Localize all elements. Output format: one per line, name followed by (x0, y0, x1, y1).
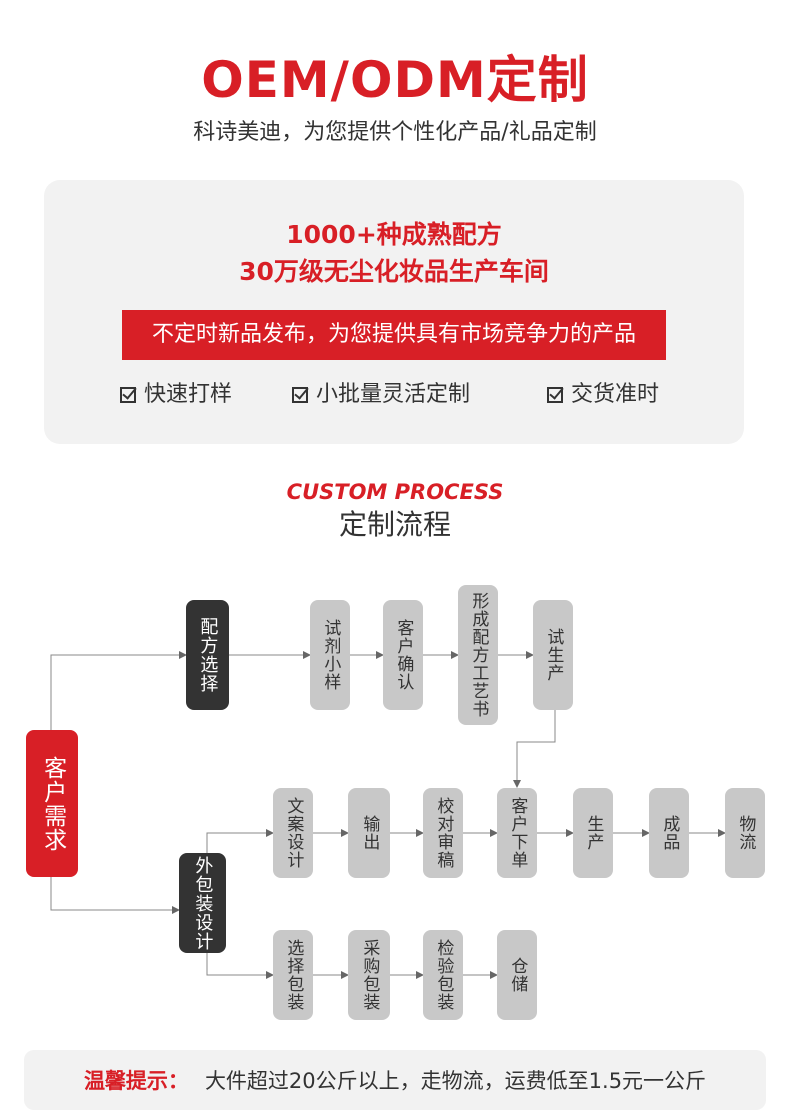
flow-step-customer-demand: 客户需求 (26, 730, 78, 877)
flow-step-copy-design: 文案设计 (273, 788, 313, 878)
flow-step-customer-confirm: 客户确认 (383, 600, 423, 710)
flow-step-logistics: 物流 (725, 788, 765, 878)
flow-step-label: 试生产 (543, 628, 564, 682)
tip-label: 温馨提示： (83, 1069, 189, 1093)
flow-step-proofread: 校对审稿 (423, 788, 463, 878)
check-item-fast-sampling: 快速打样 (120, 380, 232, 410)
page-subtitle: 科诗美迪，为您提供个性化产品/礼品定制 (193, 120, 597, 145)
flow-step-label: 客户需求 (39, 755, 66, 852)
flow-step-label: 物流 (735, 815, 756, 851)
flow-step-trial-sample: 试剂小样 (310, 600, 350, 710)
flow-step-choose-packaging: 选择包装 (273, 930, 313, 1020)
feature-banner: 不定时新品发布，为您提供具有市场竞争力的产品 (122, 310, 666, 360)
flow-step-formula-selection: 配方选择 (186, 600, 229, 710)
checkbox-icon (292, 387, 308, 403)
flow-step-storage: 仓储 (497, 930, 537, 1020)
check-label: 快速打样 (144, 382, 233, 407)
flow-step-label: 校对审稿 (433, 797, 454, 869)
flow-step-finished-product: 成品 (649, 788, 689, 878)
flow-step-label: 成品 (659, 815, 680, 851)
process-title-cn: 定制流程 (338, 508, 451, 541)
flow-step-formula-sheet: 形成配方工艺书 (458, 585, 498, 725)
flow-step-label: 形成配方工艺书 (468, 592, 489, 718)
check-item-small-batch: 小批量灵活定制 (292, 380, 470, 410)
feature-formulas: 1000+种成熟配方 (286, 220, 502, 249)
flow-step-label: 选择包装 (283, 939, 304, 1011)
flow-step-label: 仓储 (507, 957, 528, 993)
check-label: 小批量灵活定制 (316, 382, 471, 407)
check-item-on-time: 交货准时 (547, 380, 659, 410)
flow-step-label: 试剂小样 (320, 619, 341, 691)
flow-step-output: 输出 (348, 788, 390, 878)
process-title-en: CUSTOM PROCESS (286, 480, 504, 504)
page-title: OEM/ODM定制 (201, 51, 589, 109)
check-label: 交货准时 (571, 382, 660, 407)
flow-step-trial-production: 试生产 (533, 600, 573, 710)
flow-step-label: 采购包装 (359, 939, 380, 1011)
flow-step-label: 客户下单 (507, 797, 528, 869)
flow-step-label: 客户确认 (393, 619, 414, 691)
flow-step-label: 配方选择 (197, 617, 219, 693)
feature-card: 1000+种成熟配方 30万级无尘化妆品生产车间 不定时新品发布，为您提供具有市… (44, 180, 744, 444)
flow-step-label: 检验包装 (433, 939, 454, 1011)
flow-step-customer-order: 客户下单 (497, 788, 537, 878)
flow-step-label: 外包装设计 (192, 855, 214, 951)
flow-step-label: 文案设计 (283, 797, 304, 869)
flow-step-label: 输出 (359, 815, 380, 851)
tip-text: 大件超过20公斤以上，走物流，运费低至1.5元一公斤 (204, 1069, 707, 1093)
flow-step-packaging-design: 外包装设计 (179, 853, 226, 953)
flow-step-production: 生产 (573, 788, 613, 878)
flow-step-purchase-packaging: 采购包装 (348, 930, 390, 1020)
checkbox-icon (120, 387, 136, 403)
checkbox-icon (547, 387, 563, 403)
flow-step-inspect-packaging: 检验包装 (423, 930, 463, 1020)
flow-step-label: 生产 (583, 815, 604, 851)
feature-workshop: 30万级无尘化妆品生产车间 (239, 257, 549, 286)
shipping-tip: 温馨提示： 大件超过20公斤以上，走物流，运费低至1.5元一公斤 (24, 1050, 766, 1110)
